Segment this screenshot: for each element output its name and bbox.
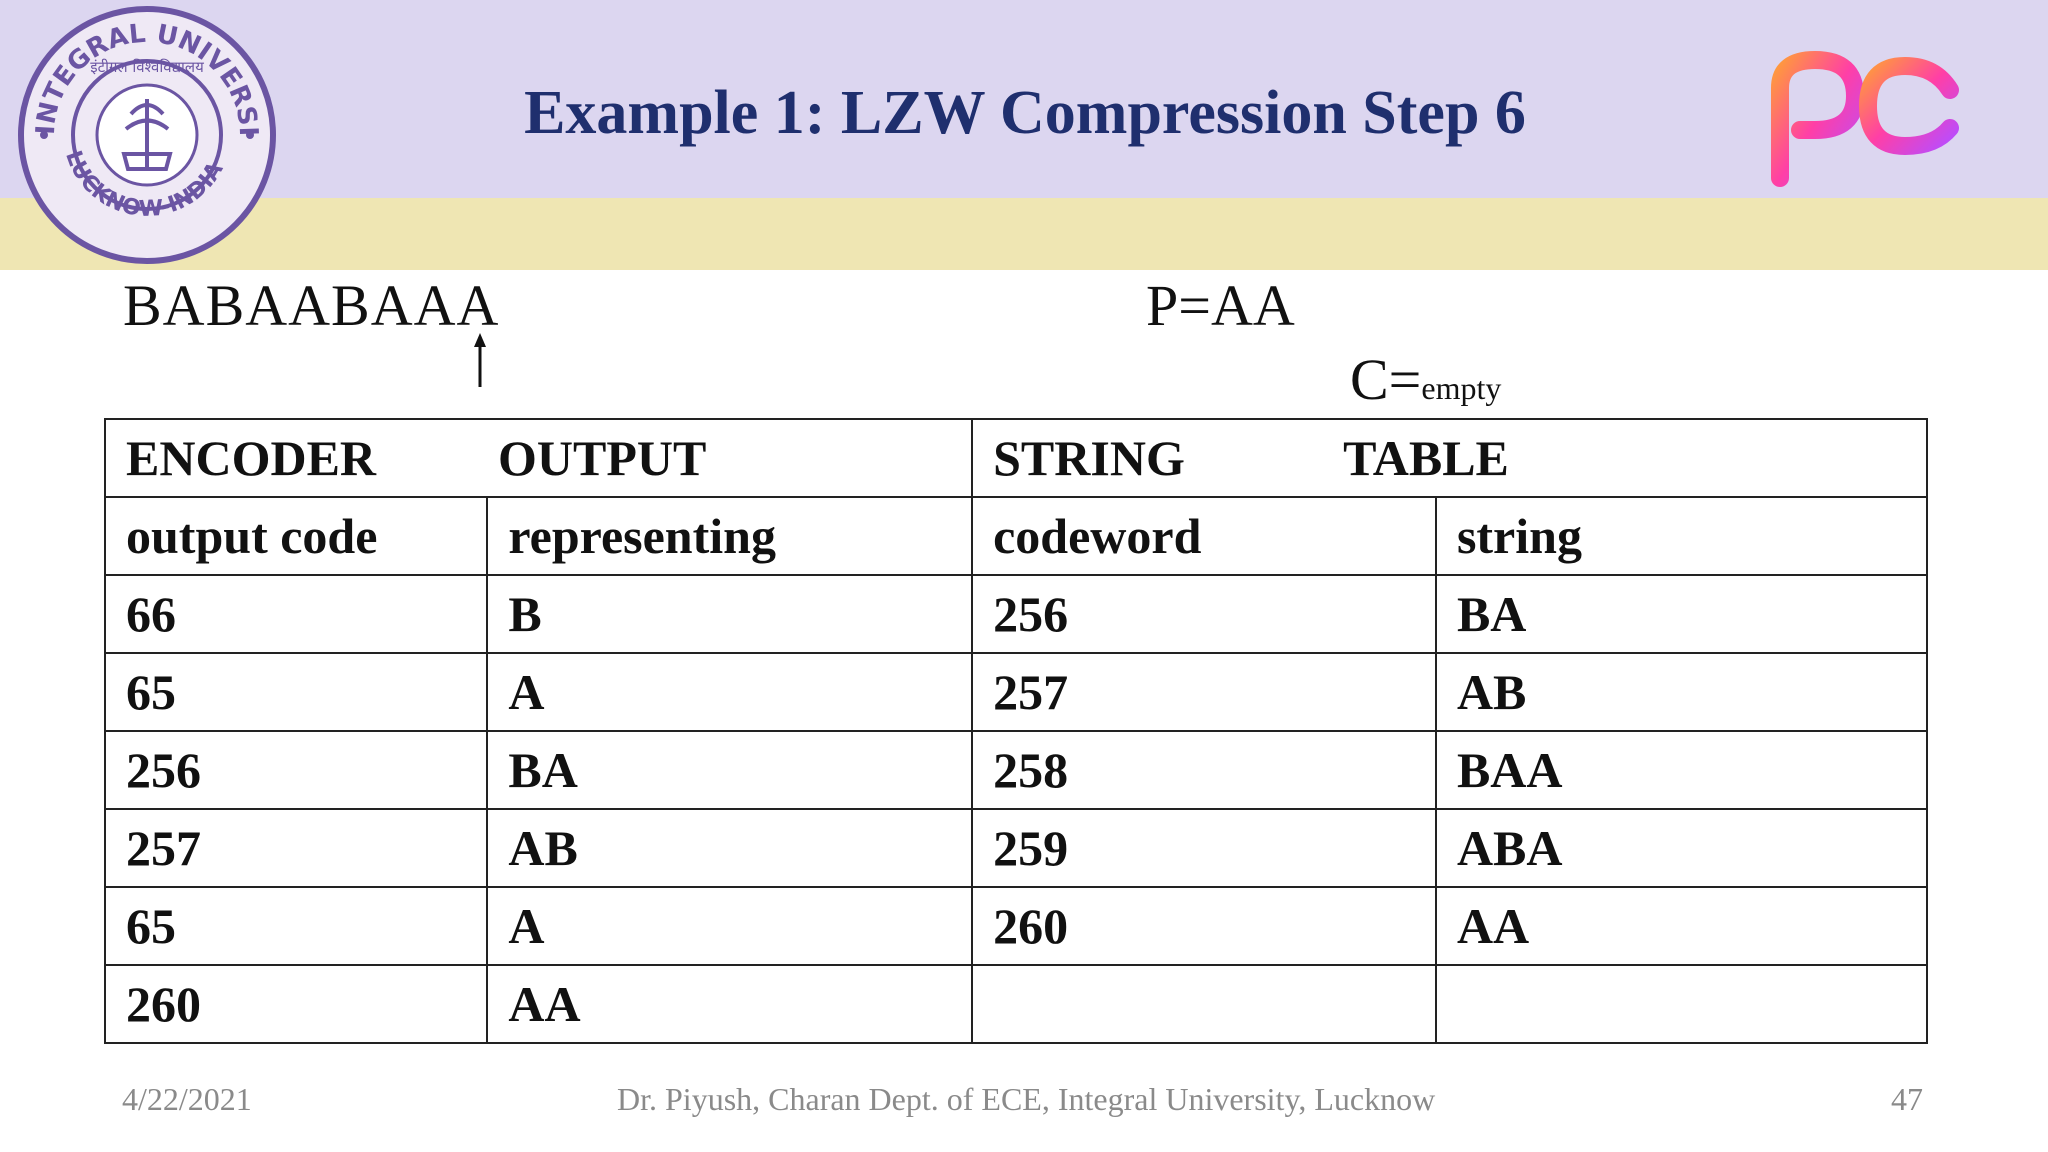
cell-representing: A (486, 652, 974, 732)
subheader-string: string (1434, 496, 1929, 576)
cell-codeword: 256 (971, 574, 1437, 654)
cell-representing: AB (486, 808, 974, 888)
input-sequence: BABAABAAA (123, 273, 500, 338)
string-table-header: STRING TABLE (971, 418, 1928, 498)
cell-string (1434, 964, 1929, 1044)
slide-title: Example 1: LZW Compression Step 6 (524, 79, 1526, 147)
lzw-table: ENCODER OUTPUT STRING TABLE output code re… (103, 418, 1929, 1044)
cell-output-code: 256 (103, 730, 489, 810)
table-row: 260 AA (103, 964, 1929, 1044)
table-header-row: ENCODER OUTPUT STRING TABLE (103, 418, 1928, 498)
cell-output-code: 65 (103, 652, 489, 732)
subheader-codeword: codeword (971, 496, 1437, 576)
table-row: 66 B 256 BA (103, 574, 1929, 654)
subheader-output-code: output code (103, 496, 489, 576)
pointer-arrow-icon (474, 333, 486, 387)
cell-codeword (971, 964, 1437, 1044)
table-row: 65 A 260 AA (103, 886, 1929, 966)
header-string: STRING (993, 430, 1185, 486)
c-subscript: empty (1421, 370, 1502, 406)
header-band (0, 0, 2048, 198)
c-value: C=empty (1350, 346, 1501, 413)
header-output: OUTPUT (498, 430, 707, 486)
table-row: 256 BA 258 BAA (103, 730, 1929, 810)
footer-date: 4/22/2021 (122, 1081, 252, 1117)
cell-representing: BA (486, 730, 974, 810)
cell-string: AA (1434, 886, 1929, 966)
table-subheader-row: output code representing codeword string (103, 496, 1929, 576)
cell-representing: B (486, 574, 974, 654)
page-number: 47 (1891, 1081, 1923, 1117)
subheader-representing: representing (486, 496, 974, 576)
cell-codeword: 258 (971, 730, 1437, 810)
cell-output-code: 260 (103, 964, 489, 1044)
header-accent-band (0, 198, 2048, 270)
cell-output-code: 66 (103, 574, 489, 654)
cell-string: BAA (1434, 730, 1929, 810)
cell-string: ABA (1434, 808, 1929, 888)
pc-brand-logo (1771, 50, 1959, 187)
header-table: TABLE (1343, 430, 1509, 486)
cell-output-code: 65 (103, 886, 489, 966)
cell-codeword: 257 (971, 652, 1437, 732)
cell-codeword: 260 (971, 886, 1437, 966)
encoder-output-header: ENCODER OUTPUT (103, 418, 974, 498)
cell-representing: AA (486, 964, 974, 1044)
cell-codeword: 259 (971, 808, 1437, 888)
cell-string: BA (1434, 574, 1929, 654)
cell-string: AB (1434, 652, 1929, 732)
table-row: 65 A 257 AB (103, 652, 1929, 732)
cell-output-code: 257 (103, 808, 489, 888)
cell-representing: A (486, 886, 974, 966)
logo-text-hindi: इंटीग्रल विश्वविद्यालय (90, 58, 204, 76)
p-value: P=AA (1146, 273, 1295, 338)
header-encoder: ENCODER (126, 430, 377, 486)
table-row: 257 AB 259 ABA (103, 808, 1929, 888)
university-logo: INTEGRAL UNIVERSITY LUCKNOW-INDIA इंटीग्… (16, 4, 276, 264)
c-prefix: C= (1350, 347, 1422, 412)
footer-author: Dr. Piyush, Charan Dept. of ECE, Integra… (617, 1081, 1436, 1117)
